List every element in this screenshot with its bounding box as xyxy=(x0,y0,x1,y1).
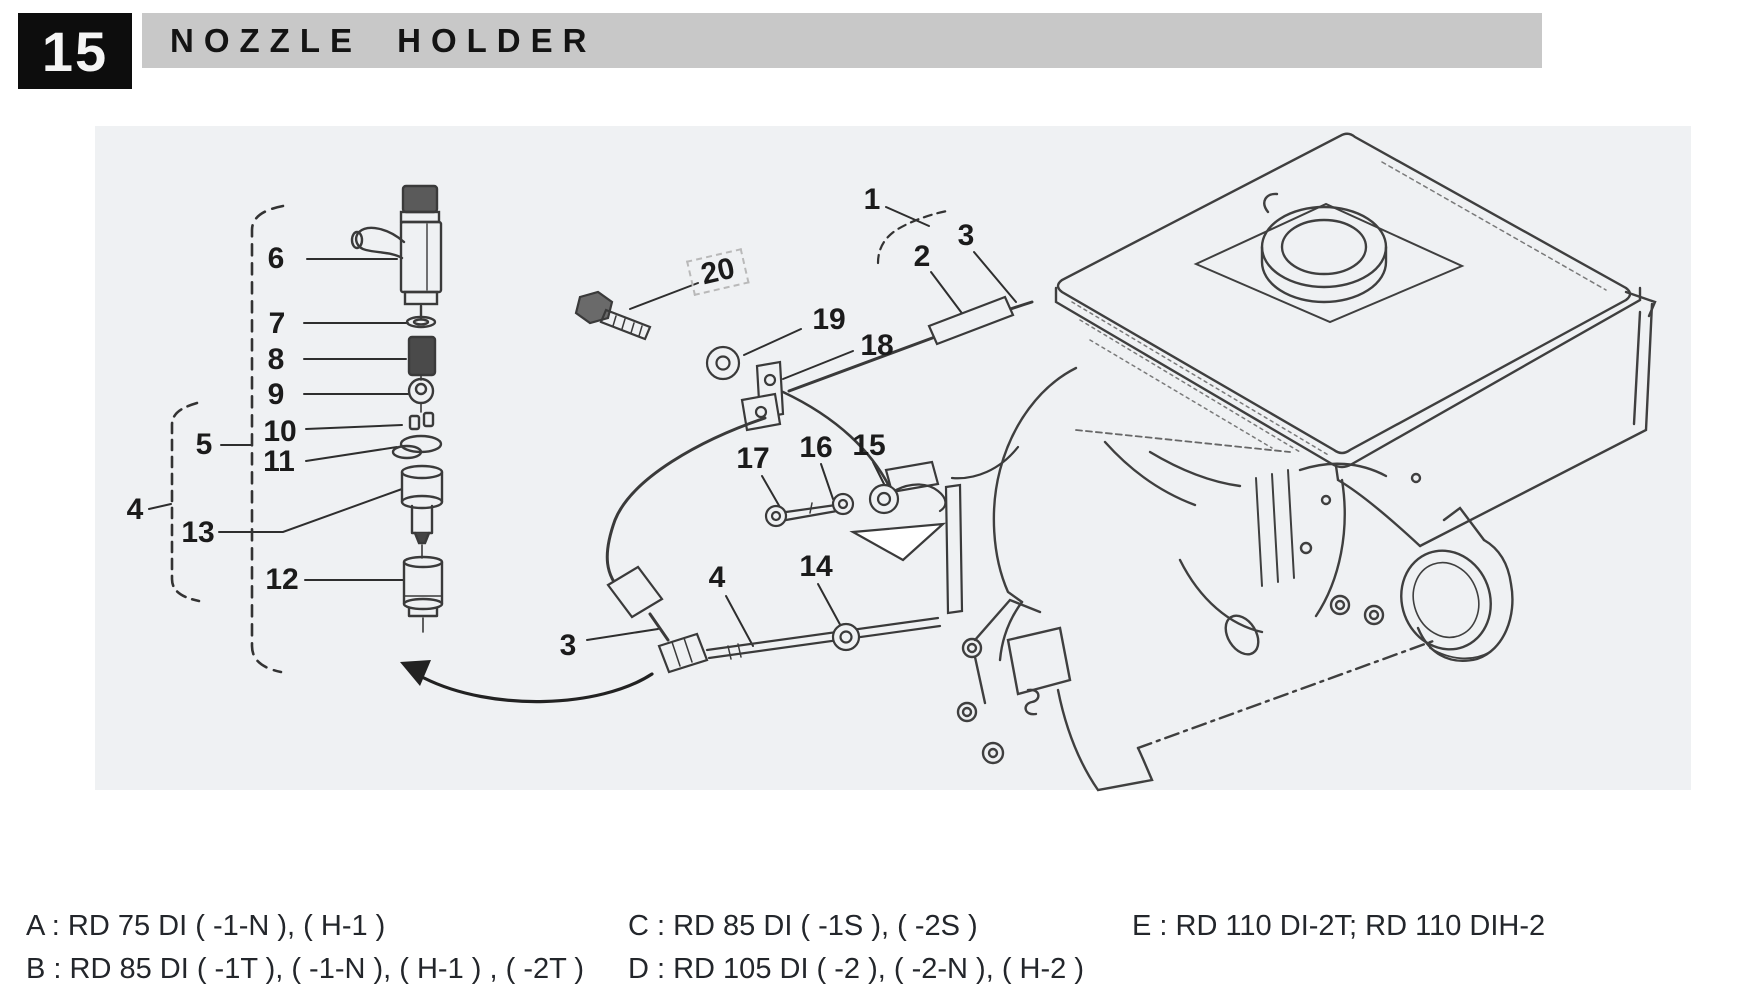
callout-8: 8 xyxy=(267,343,285,376)
callout-13: 13 xyxy=(181,516,215,549)
section-number-box: 15 xyxy=(18,13,132,89)
model-line-d: D : RD 105 DI ( -2 ), ( -2-N ), ( H-2 ) xyxy=(628,953,1084,985)
callout-3-top: 3 xyxy=(957,219,975,252)
model-line-a: A : RD 75 DI ( -1-N ), ( H-1 ) xyxy=(26,910,386,942)
callout-4-group: 4 xyxy=(126,493,144,526)
callout-6: 6 xyxy=(267,242,285,275)
callout-3-bottom: 3 xyxy=(559,629,577,662)
page-title: NOZZLE HOLDER xyxy=(170,21,597,59)
callout-17: 17 xyxy=(736,442,770,475)
model-line-e: E : RD 110 DI-2T; RD 110 DIH-2 xyxy=(1132,910,1546,942)
callout-12: 12 xyxy=(265,563,299,596)
title-bar: NOZZLE HOLDER xyxy=(142,13,1542,68)
callout-2: 2 xyxy=(913,240,931,273)
callout-19: 19 xyxy=(812,303,846,336)
callout-10: 10 xyxy=(263,415,297,448)
callout-9: 9 xyxy=(267,378,285,411)
callout-1: 1 xyxy=(863,183,881,216)
diagram-panel xyxy=(95,126,1691,790)
callout-14: 14 xyxy=(799,550,833,583)
callout-11: 11 xyxy=(263,445,295,478)
model-line-b: B : RD 85 DI ( -1T ), ( -1-N ), ( H-1 ) … xyxy=(26,953,585,985)
callout-16: 16 xyxy=(799,431,833,464)
callout-5: 5 xyxy=(195,428,213,461)
callout-4-pipe: 4 xyxy=(708,561,726,594)
model-line-c: C : RD 85 DI ( -1S ), ( -2S ) xyxy=(628,910,978,942)
callout-7: 7 xyxy=(268,307,286,340)
section-number: 15 xyxy=(41,19,109,83)
callout-18: 18 xyxy=(860,329,894,362)
callout-15: 15 xyxy=(852,429,886,462)
